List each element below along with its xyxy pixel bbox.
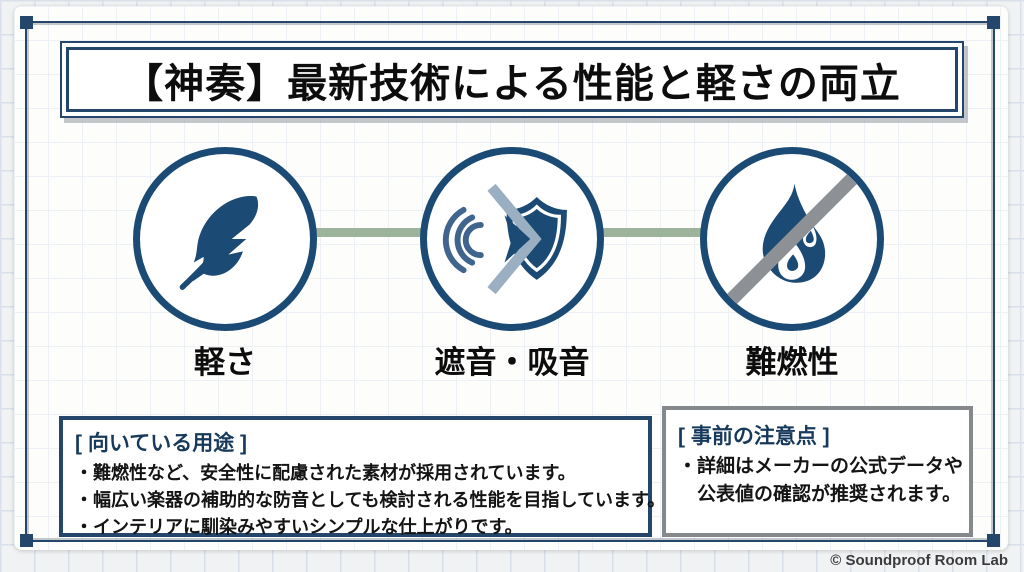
feature-label-flame-resistance: 難燃性 <box>745 345 839 380</box>
slide-card: 【神奏】最新技術による性能と軽さの両立 <box>14 6 1008 550</box>
frame-corner <box>20 16 33 29</box>
bullet-item: ・幅広い楽器の補助的な防音としても検討される性能を目指しています。 <box>75 490 666 510</box>
blueprint-frame <box>20 16 1000 547</box>
feature-label-lightness: 軽さ <box>194 345 256 380</box>
frame-corner <box>987 534 1000 547</box>
title-box: 【神奏】最新技術による性能と軽さの両立 <box>60 41 964 118</box>
feature-circle-sound <box>420 147 604 331</box>
bullet-item: ・難燃性など、安全性に配慮された素材が採用されています。 <box>75 463 576 483</box>
copyright-credit: © Soundproof Room Lab <box>830 552 1008 569</box>
cautions-box: [ 事前の注意点 ] ・詳細はメーカーの公式データや 公表値の確認が推奨されます… <box>662 406 973 537</box>
bullet-item: ・詳細はメーカーの公式データや <box>678 456 964 477</box>
page-title: 【神奏】最新技術による性能と軽さの両立 <box>123 61 901 106</box>
feature-circle-lightness <box>133 147 317 331</box>
bullet-item: ・インテリアに馴染みやすいシンプルな仕上がりです。 <box>75 517 523 537</box>
frame-corner <box>987 16 1000 29</box>
cautions-bullets: ・詳細はメーカーの公式データや 公表値の確認が推奨されます。 <box>678 453 964 508</box>
feature-label-sound: 遮音・吸音 <box>434 345 590 380</box>
suitable-uses-bullets: ・難燃性など、安全性に配慮された素材が採用されています。 ・幅広い楽器の補助的な… <box>75 460 666 541</box>
suitable-uses-box: [ 向いている用途 ] ・難燃性など、安全性に配慮された素材が採用されています。… <box>59 416 665 537</box>
suitable-uses-heading: [ 向いている用途 ] <box>75 432 248 455</box>
sound-shield-icon <box>442 183 582 296</box>
feature-circle-flame-resistance <box>700 147 884 331</box>
bullet-item-continuation: 公表値の確認が推奨されます。 <box>697 483 962 505</box>
cautions-heading: [ 事前の注意点 ] <box>678 425 830 448</box>
frame-corner <box>20 534 33 547</box>
title-box-inner: 【神奏】最新技術による性能と軽さの両立 <box>66 47 958 112</box>
feather-icon <box>169 183 281 295</box>
